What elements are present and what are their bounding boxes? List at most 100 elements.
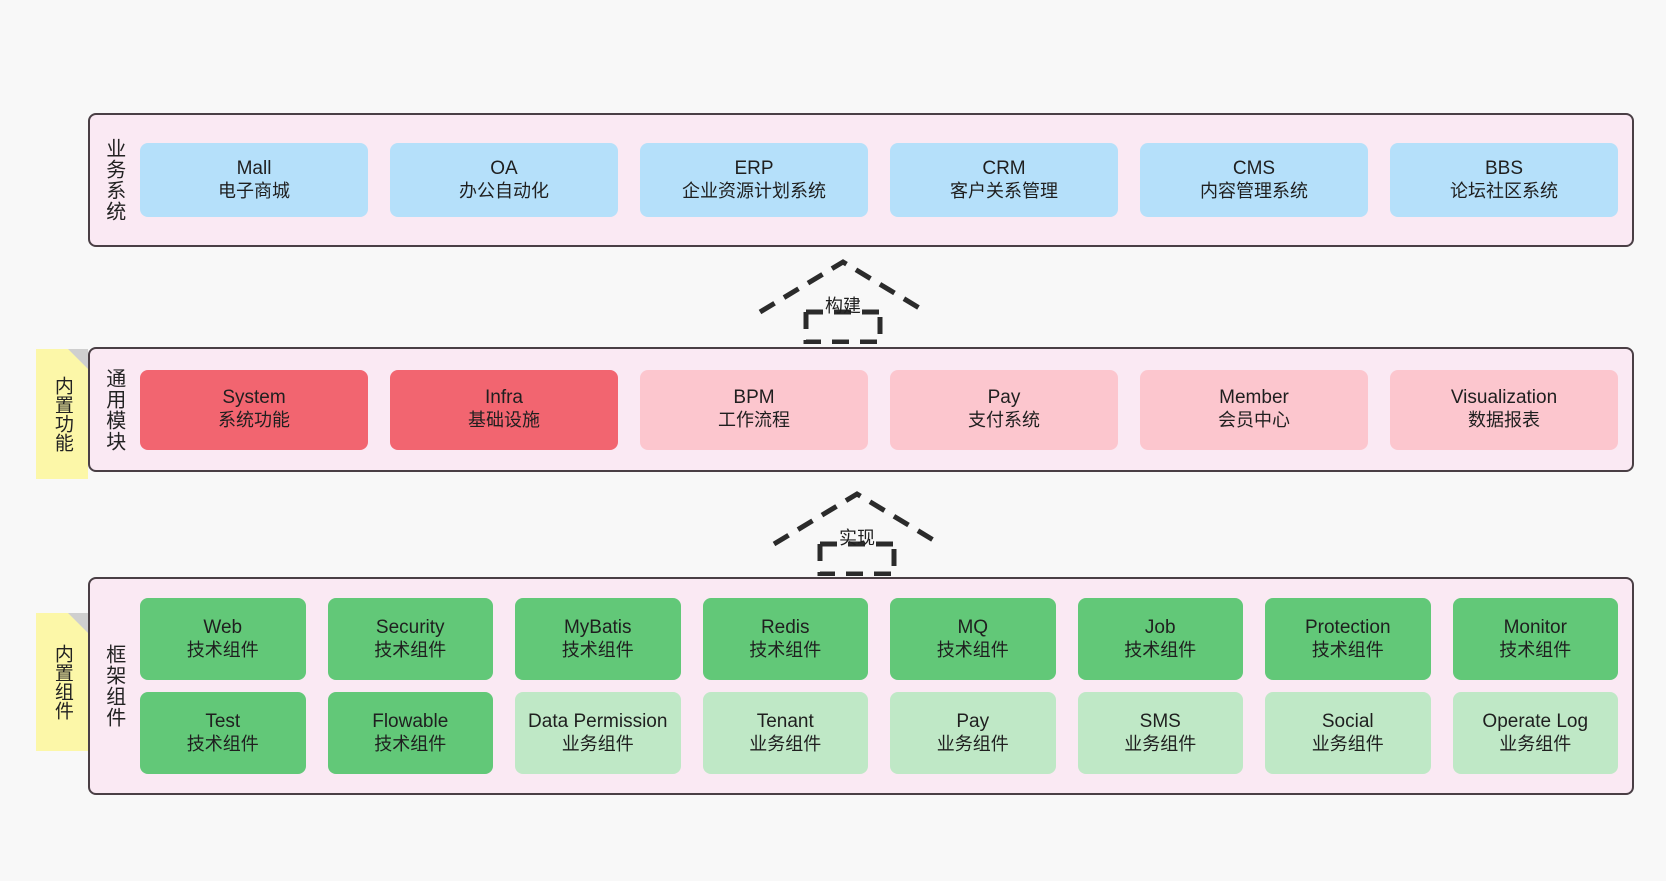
card-social[interactable]: Social 业务组件 (1265, 692, 1431, 774)
card-security[interactable]: Security 技术组件 (327, 598, 493, 680)
card-title: Flowable (372, 710, 449, 732)
card-pay[interactable]: Pay 支付系统 (890, 369, 1118, 450)
card-title: SMS (1139, 710, 1181, 732)
card-bbs[interactable]: BBS 论坛社区系统 (1390, 143, 1618, 217)
arrow-implement: 实现 (762, 488, 952, 576)
card-crm[interactable]: CRM 客户关系管理 (890, 143, 1118, 217)
layer-title-common-modules: 通用模块 (102, 367, 125, 452)
card-subtitle: 技术组件 (561, 639, 634, 660)
dashed-generalization-arrow-icon (772, 491, 942, 576)
card-subtitle: 基础设施 (468, 410, 540, 431)
card-subtitle: 技术组件 (1499, 639, 1572, 660)
layer-body-framework-components: Web 技术组件 Security 技术组件 MyBatis 技术组件 Redi… (136, 579, 1632, 793)
card-bpm[interactable]: BPM 工作流程 (640, 369, 868, 450)
card-mq[interactable]: MQ 技术组件 (890, 598, 1056, 680)
tag-label: 内置组件 (51, 644, 73, 720)
layer-body-business-systems: Mall 电子商城 OA 办公自动化 ERP 企业资源计划系统 CRM 客户关系… (136, 115, 1632, 245)
arrow-implement-label: 实现 (839, 528, 875, 548)
card-row: Mall 电子商城 OA 办公自动化 ERP 企业资源计划系统 CRM 客户关系… (140, 143, 1618, 217)
card-title: Protection (1304, 616, 1391, 638)
card-mall[interactable]: Mall 电子商城 (140, 143, 368, 217)
card-subtitle: 系统功能 (218, 410, 290, 431)
card-job[interactable]: Job 技术组件 (1077, 598, 1243, 680)
card-title: Tenant (756, 710, 814, 732)
card-title: Test (205, 710, 241, 732)
tag-builtin-function: 内置功能 (36, 349, 88, 479)
card-oa[interactable]: OA 办公自动化 (390, 143, 618, 217)
card-subtitle: 技术组件 (186, 733, 259, 754)
card-title: Data Permission (528, 710, 668, 732)
card-title: Job (1144, 616, 1176, 638)
card-mybatis[interactable]: MyBatis 技术组件 (515, 598, 681, 680)
card-title: Infra (484, 387, 524, 409)
card-subtitle: 技术组件 (1124, 639, 1197, 660)
card-flowable[interactable]: Flowable 技术组件 (327, 692, 493, 774)
card-erp[interactable]: ERP 企业资源计划系统 (640, 143, 868, 217)
card-subtitle: 会员中心 (1218, 410, 1290, 431)
card-subtitle: 企业资源计划系统 (682, 180, 826, 201)
card-subtitle: 技术组件 (936, 639, 1009, 660)
arrow-build: 构建 (748, 256, 938, 344)
card-title: Web (203, 616, 243, 638)
card-title: BBS (1484, 157, 1524, 179)
card-title: Pay (987, 387, 1021, 409)
tag-label: 内置功能 (51, 376, 73, 452)
card-row: Web 技术组件 Security 技术组件 MyBatis 技术组件 Redi… (140, 598, 1618, 680)
card-operate-log[interactable]: Operate Log 业务组件 (1452, 692, 1618, 774)
card-row: System 系统功能 Infra 基础设施 BPM 工作流程 Pay 支付系统… (140, 369, 1618, 450)
tag-builtin-component: 内置组件 (36, 613, 88, 751)
note-fold-corner-icon (68, 613, 88, 633)
card-data-permission[interactable]: Data Permission 业务组件 (515, 692, 681, 774)
layer-title-business-systems: 业务系统 (102, 138, 125, 222)
card-title: Monitor (1503, 616, 1567, 638)
card-subtitle: 客户关系管理 (950, 180, 1058, 201)
card-monitor[interactable]: Monitor 技术组件 (1452, 598, 1618, 680)
card-title: Security (375, 616, 445, 638)
card-title: CRM (982, 157, 1026, 179)
card-title: BPM (733, 387, 775, 409)
card-subtitle: 内容管理系统 (1200, 180, 1308, 201)
card-protection[interactable]: Protection 技术组件 (1265, 598, 1431, 680)
card-subtitle: 业务组件 (936, 733, 1009, 754)
layer-title-framework-components: 框架组件 (102, 644, 125, 728)
card-subtitle: 支付系统 (968, 410, 1040, 431)
card-title: Operate Log (1482, 710, 1589, 732)
card-subtitle: 业务组件 (1124, 733, 1197, 754)
dashed-generalization-arrow-icon (758, 259, 928, 344)
card-subtitle: 技术组件 (749, 639, 822, 660)
card-sms[interactable]: SMS 业务组件 (1077, 692, 1243, 774)
card-title: System (222, 387, 286, 409)
card-infra[interactable]: Infra 基础设施 (390, 369, 618, 450)
card-subtitle: 业务组件 (561, 733, 634, 754)
card-member[interactable]: Member 会员中心 (1140, 369, 1368, 450)
card-test[interactable]: Test 技术组件 (140, 692, 306, 774)
card-subtitle: 技术组件 (374, 639, 447, 660)
card-subtitle: 业务组件 (749, 733, 822, 754)
card-title: MyBatis (563, 616, 632, 638)
card-subtitle: 技术组件 (374, 733, 447, 754)
card-title: CMS (1232, 157, 1276, 179)
arrow-build-label: 构建 (825, 296, 861, 316)
card-redis[interactable]: Redis 技术组件 (702, 598, 868, 680)
note-fold-corner-icon (68, 349, 88, 369)
card-tenant[interactable]: Tenant 业务组件 (702, 692, 868, 774)
card-pay-component[interactable]: Pay 业务组件 (890, 692, 1056, 774)
card-title: ERP (734, 157, 774, 179)
layer-framework-components: 框架组件 Web 技术组件 Security 技术组件 MyBatis 技术组件… (88, 577, 1634, 795)
card-subtitle: 技术组件 (1311, 639, 1384, 660)
card-title: Pay (956, 710, 990, 732)
card-subtitle: 论坛社区系统 (1450, 180, 1558, 201)
card-system[interactable]: System 系统功能 (140, 369, 368, 450)
card-title: Redis (760, 616, 810, 638)
card-row: Test 技术组件 Flowable 技术组件 Data Permission … (140, 692, 1618, 774)
card-title: Social (1321, 710, 1374, 732)
layer-business-systems: 业务系统 Mall 电子商城 OA 办公自动化 ERP 企业资源计划系统 CRM… (88, 113, 1634, 247)
layer-common-modules: 通用模块 System 系统功能 Infra 基础设施 BPM 工作流程 Pay… (88, 347, 1634, 472)
card-subtitle: 电子商城 (218, 180, 290, 201)
card-visualization[interactable]: Visualization 数据报表 (1390, 369, 1618, 450)
card-web[interactable]: Web 技术组件 (140, 598, 306, 680)
card-subtitle: 技术组件 (186, 639, 259, 660)
card-title: Mall (236, 157, 272, 179)
card-cms[interactable]: CMS 内容管理系统 (1140, 143, 1368, 217)
